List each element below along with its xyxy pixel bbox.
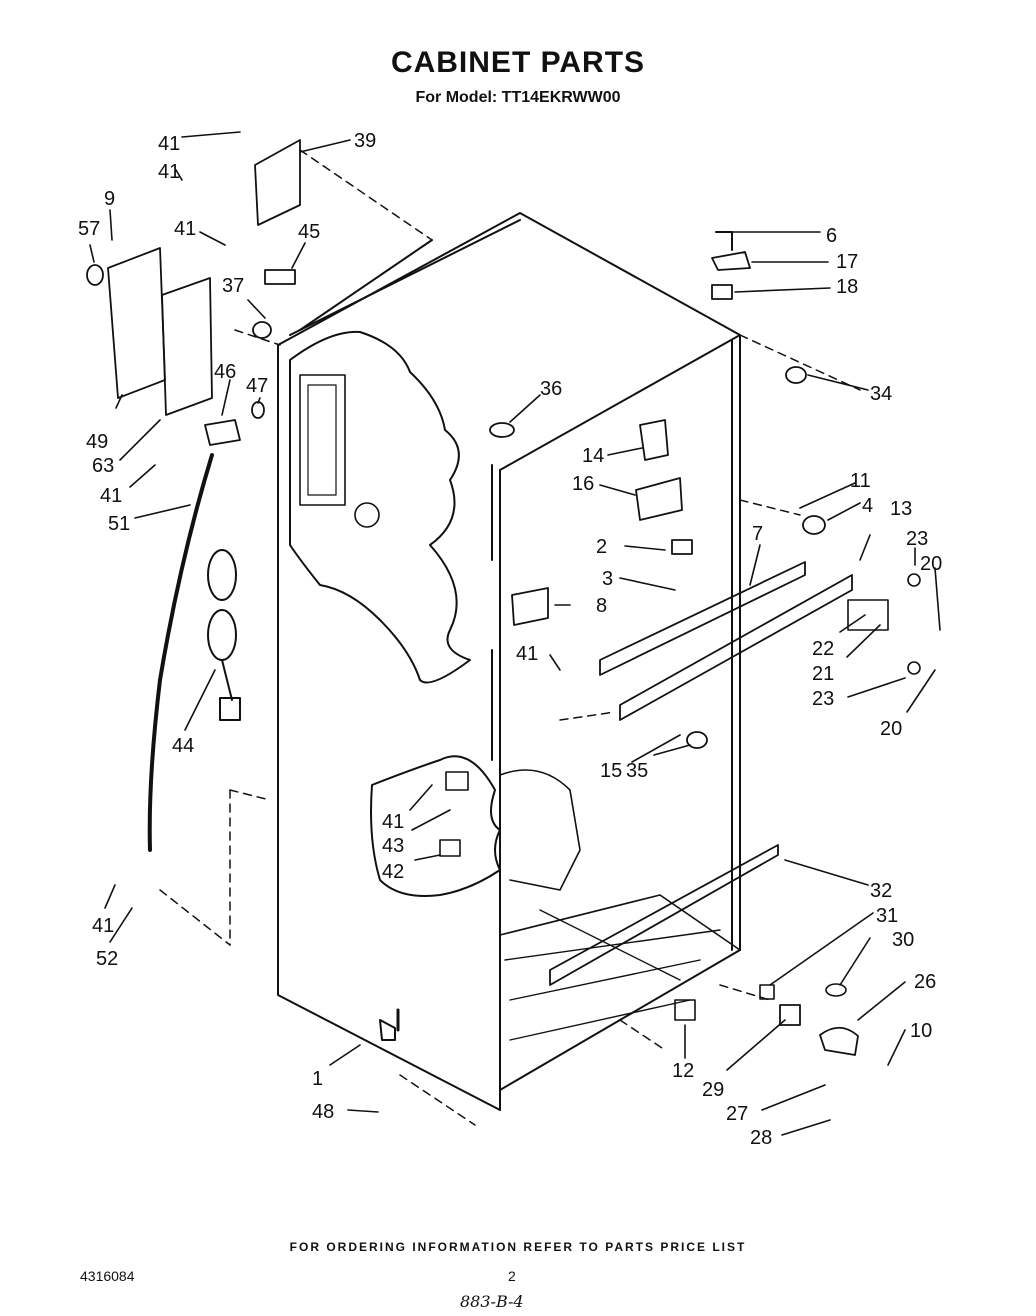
- part-label: 8: [596, 595, 607, 617]
- part-label: 14: [582, 445, 604, 467]
- ordering-note: FOR ORDERING INFORMATION REFER TO PARTS …: [289, 1240, 747, 1254]
- part-label: 16: [572, 473, 594, 495]
- page-number: 2: [508, 1268, 516, 1284]
- part-label: 22: [812, 638, 834, 660]
- part-label: 34: [870, 383, 892, 405]
- part-label: 57: [78, 218, 100, 240]
- part-label: 45: [298, 221, 320, 243]
- part-label: 51: [108, 513, 130, 535]
- part-labels: 41 39 41 9 57 41 45 37 49 63 46 47 41 51…: [78, 130, 942, 1149]
- part-label: 6: [826, 225, 837, 247]
- part-label: 4: [862, 495, 873, 517]
- part-label: 29: [702, 1079, 724, 1101]
- part-label: 44: [172, 735, 194, 757]
- part-label: 9: [104, 188, 115, 210]
- part-label: 49: [86, 431, 108, 453]
- part-label: 27: [726, 1103, 748, 1125]
- model-subtitle: For Model: TT14EKRWW00: [415, 89, 621, 106]
- part-label: 41: [174, 218, 196, 240]
- part-label: 47: [246, 375, 268, 397]
- part-label: 28: [750, 1127, 772, 1149]
- part-label: 52: [96, 948, 118, 970]
- cutaway-upper: [289, 330, 471, 684]
- part-label: 46: [214, 361, 236, 383]
- part-label: 41: [158, 133, 180, 155]
- part-label: 41: [100, 485, 122, 507]
- part-label: 41: [516, 643, 538, 665]
- part-label: 41: [92, 915, 114, 937]
- part-label: 41: [382, 811, 404, 833]
- part-label: 17: [836, 251, 858, 273]
- part-label: 7: [752, 523, 763, 545]
- part-label: 26: [914, 971, 936, 993]
- part-label: 48: [312, 1101, 334, 1123]
- part-label: 20: [920, 553, 942, 575]
- handwritten-note: 883-B-4: [460, 1292, 524, 1311]
- document-number: 4316084: [80, 1268, 135, 1284]
- cutaway-lower: [370, 755, 501, 897]
- part-label: 1: [312, 1068, 323, 1090]
- part-label: 3: [602, 568, 613, 590]
- part-label: 18: [836, 276, 858, 298]
- part-label: 23: [812, 688, 834, 710]
- page-title: CABINET PARTS: [390, 46, 646, 79]
- part-label: 13: [890, 498, 912, 520]
- part-label: 11: [850, 470, 871, 492]
- part-label: 2: [596, 536, 607, 558]
- part-label: 10: [910, 1020, 932, 1042]
- part-label: 41: [158, 161, 180, 183]
- part-label: 32: [870, 880, 892, 902]
- cabinet-body: [277, 212, 741, 1111]
- part-label: 12: [672, 1060, 694, 1082]
- part-label: 23: [906, 528, 928, 550]
- part-label: 42: [382, 861, 404, 883]
- part-label: 37: [222, 275, 244, 297]
- part-label: 20: [880, 718, 902, 740]
- part-label: 35: [626, 760, 648, 782]
- part-label: 63: [92, 455, 114, 477]
- part-label: 43: [382, 835, 404, 857]
- part-label: 30: [892, 929, 914, 951]
- part-label: 31: [876, 905, 898, 927]
- part-label: 15: [600, 760, 622, 782]
- part-label: 36: [540, 378, 562, 400]
- part-label: 39: [354, 130, 376, 152]
- part-label: 21: [812, 663, 834, 685]
